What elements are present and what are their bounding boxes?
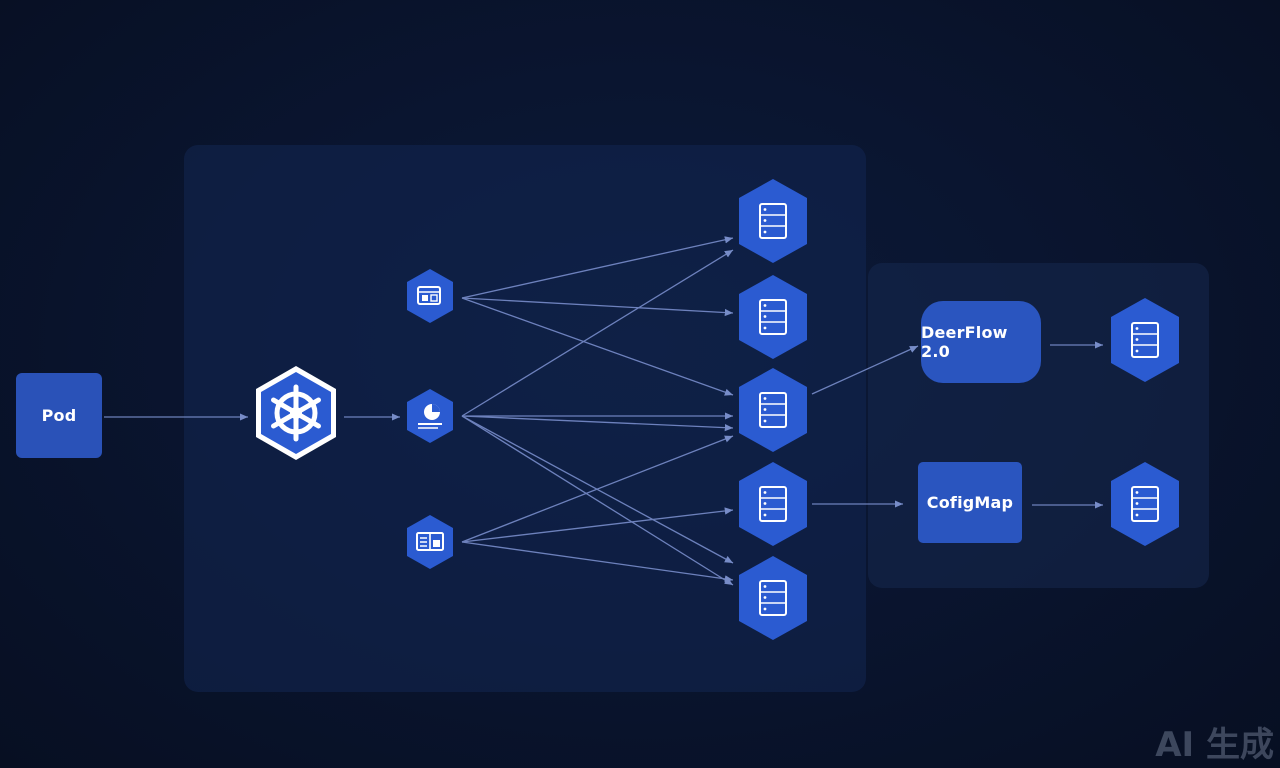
edge-s2-n1 xyxy=(461,249,734,417)
server-node-5 xyxy=(739,556,807,640)
edge-n3-deerflow xyxy=(811,345,919,395)
server-node-4 xyxy=(739,462,807,546)
edge-s1-n2 xyxy=(461,297,734,317)
edge-s1-n3 xyxy=(461,297,734,396)
dashboard-icon xyxy=(407,515,453,569)
edge-s2-n5b xyxy=(461,415,734,586)
app-window-icon xyxy=(407,269,453,323)
deerflow-box: DeerFlow 2.0 xyxy=(921,301,1041,383)
server-node-deerflow-output xyxy=(1111,298,1179,382)
ai-generated-watermark: AI 生成 xyxy=(1155,725,1274,765)
pod-label: Pod xyxy=(41,406,77,425)
configmap-label: CofigMap xyxy=(926,493,1014,512)
edge-s3-n4 xyxy=(461,507,734,543)
chart-icon xyxy=(407,389,453,443)
edge-s3-n3 xyxy=(461,435,734,543)
server-node-1 xyxy=(739,179,807,263)
kubernetes-helm-icon xyxy=(256,366,336,460)
edge-s1-n1 xyxy=(461,236,734,299)
server-node-configmap-output xyxy=(1111,462,1179,546)
configmap-box: CofigMap xyxy=(918,462,1022,543)
pod-box: Pod xyxy=(16,373,102,458)
deerflow-label: DeerFlow 2.0 xyxy=(921,323,1008,361)
server-node-2 xyxy=(739,275,807,359)
edge-s3-n5 xyxy=(461,541,734,583)
edge-s2-n4 xyxy=(461,415,734,432)
server-node-3 xyxy=(739,368,807,452)
